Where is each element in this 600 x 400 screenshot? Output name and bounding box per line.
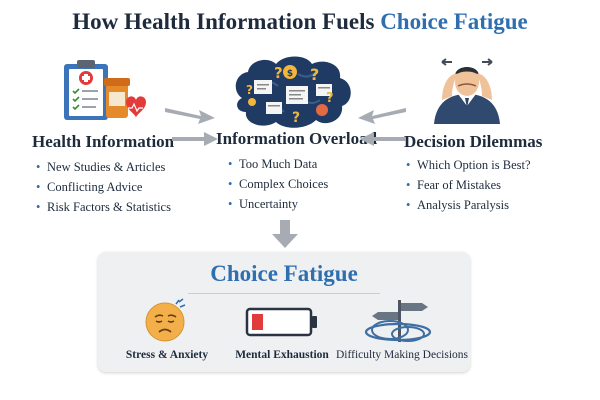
- list-item: Complex Choices: [228, 174, 328, 194]
- divider: [188, 293, 380, 294]
- list-item: Which Option is Best?: [406, 155, 531, 175]
- svg-text:?: ?: [326, 91, 334, 106]
- svg-text:?: ?: [292, 110, 300, 126]
- svg-text:$: $: [287, 69, 293, 79]
- list-item: Uncertainty: [228, 194, 328, 214]
- stressed-person-icon: [434, 58, 500, 124]
- worried-face-icon: [145, 298, 186, 342]
- effect-label-exhaustion: Mental Exhaustion: [235, 349, 329, 361]
- list-item: New Studies & Articles: [36, 157, 171, 177]
- decision-dilemmas-list: Which Option is Best? Fear of Mistakes A…: [406, 155, 531, 215]
- arrow-down-icon: [272, 220, 298, 248]
- diagram-title: How Health Information Fuels Choice Fati…: [0, 9, 600, 35]
- title-highlight: Choice Fatigue: [380, 9, 528, 34]
- list-item: Too Much Data: [228, 154, 328, 174]
- svg-text:?: ?: [274, 64, 283, 82]
- arrow-left-icon: [360, 132, 406, 146]
- list-item: Analysis Paralysis: [406, 195, 531, 215]
- list-item: Fear of Mistakes: [406, 175, 531, 195]
- svg-text:?: ?: [246, 83, 253, 97]
- list-item: Risk Factors & Statistics: [36, 197, 171, 217]
- low-battery-icon: [245, 307, 317, 337]
- choice-fatigue-heading: Choice Fatigue: [210, 261, 358, 286]
- arrow-left-icon: [358, 108, 406, 124]
- svg-text:?: ?: [310, 65, 319, 84]
- arrow-right-icon: [165, 108, 215, 124]
- choice-fatigue-panel: Choice Fatigue Stress & Anxiety Mental E…: [98, 252, 470, 372]
- tangled-signpost-icon: [364, 300, 432, 342]
- effect-label-difficulty: Difficulty Making Decisions: [336, 349, 469, 361]
- arrow-right-icon: [172, 132, 218, 146]
- overloaded-brain-icon: $ ? ? ? ? ?: [235, 56, 351, 128]
- list-item: Conflicting Advice: [36, 177, 171, 197]
- medical-clipboard-icon: [64, 60, 146, 120]
- heading-decision-dilemmas: Decision Dilemmas: [404, 132, 543, 151]
- effect-label-stress: Stress & Anxiety: [125, 349, 209, 361]
- heading-health-information: Health Information: [32, 132, 175, 151]
- information-overload-list: Too Much Data Complex Choices Uncertaint…: [228, 154, 328, 214]
- heading-information-overload: Information Overload: [216, 129, 378, 148]
- health-information-list: New Studies & Articles Conflicting Advic…: [36, 157, 171, 217]
- title-main: How Health Information Fuels: [72, 9, 381, 34]
